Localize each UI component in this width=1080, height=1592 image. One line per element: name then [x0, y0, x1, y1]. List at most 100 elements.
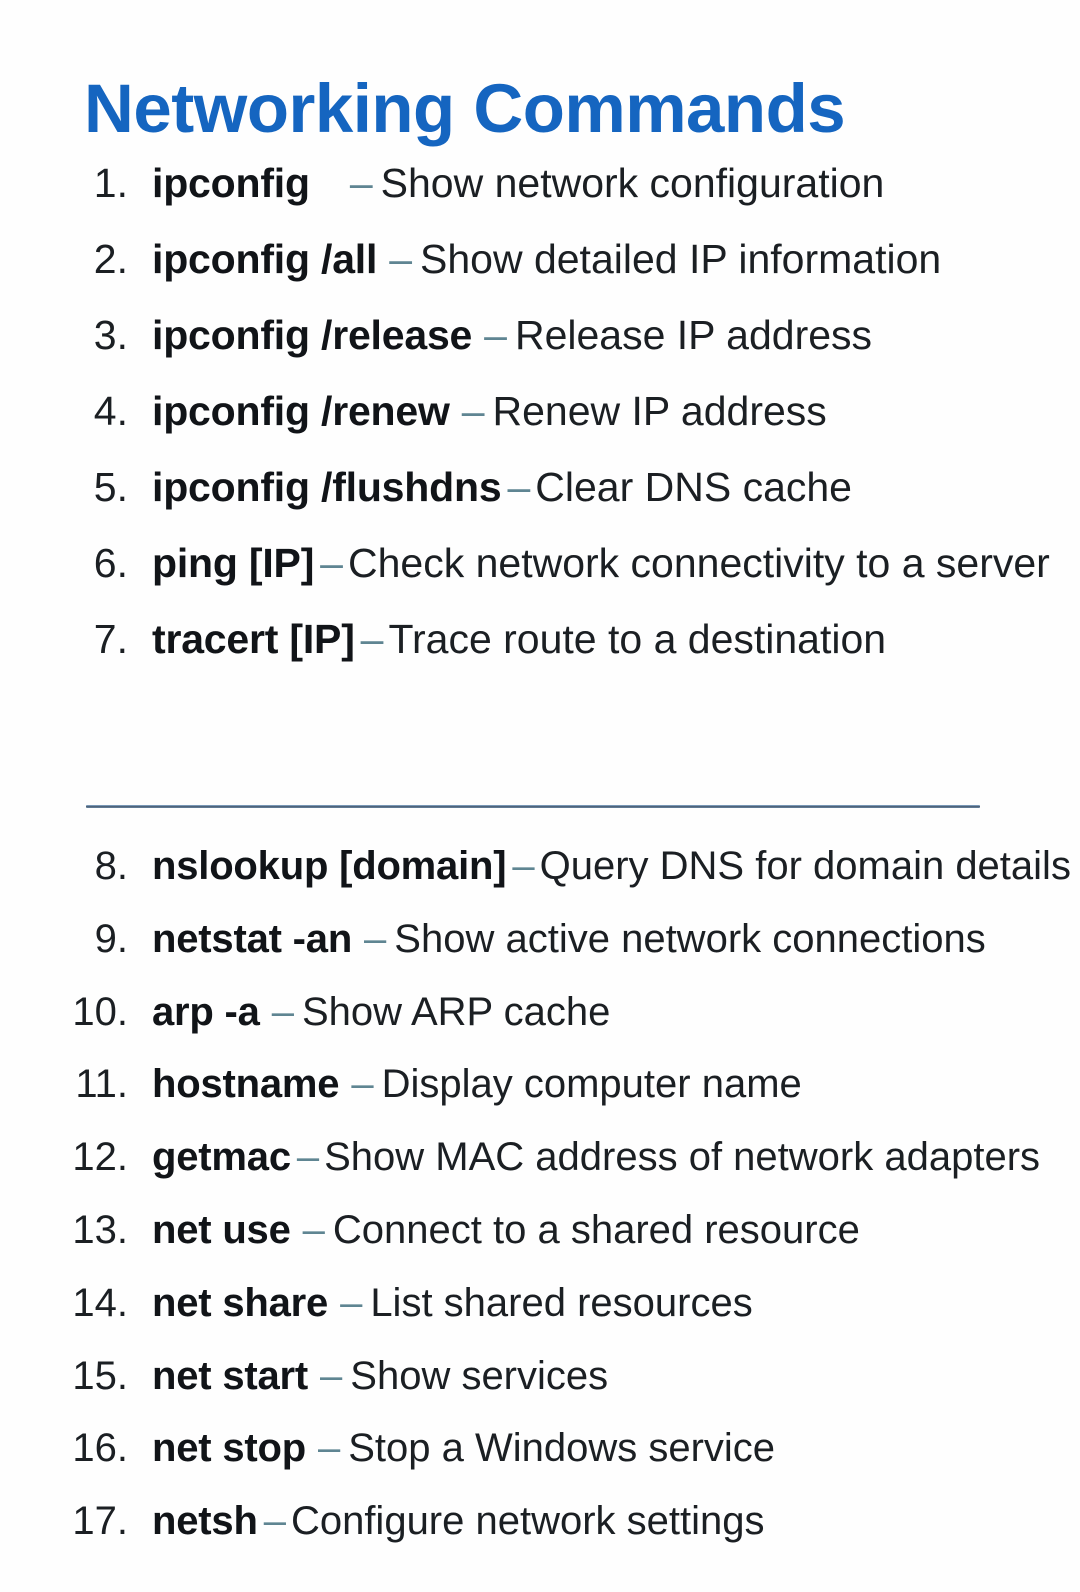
separator-dash: –: [317, 1426, 341, 1471]
list-item: 14. net share–List shared resources: [0, 1279, 1080, 1328]
list-item-body: tracert [IP]–Trace route to a destinatio…: [128, 614, 1080, 664]
list-item-body: hostname–Display computer name: [128, 1060, 1080, 1109]
list-item: 5. ipconfig /flushdns–Clear DNS cache: [0, 462, 1080, 512]
command-description: Show detailed IP information: [420, 236, 942, 283]
separator-dash: –: [296, 1135, 320, 1180]
separator-dash: –: [340, 1280, 363, 1325]
command-description: Query DNS for domain details: [539, 844, 1071, 888]
list-item-body: net stop–Stop a Windows service: [128, 1424, 1080, 1473]
list-item-number: 7.: [93, 616, 128, 663]
command-name: getmac: [152, 1135, 291, 1180]
separator-dash: –: [320, 540, 343, 587]
list-item-body: netsh–Configure network settings: [128, 1497, 1080, 1546]
list-item-number: 17.: [72, 1499, 128, 1544]
command-name: ipconfig /flushdns: [152, 464, 502, 511]
command-description: Show services: [350, 1353, 609, 1398]
list-item-body: getmac–Show MAC address of network adapt…: [128, 1133, 1080, 1182]
list-item-body: net share–List shared resources: [128, 1279, 1080, 1328]
command-description: Stop a Windows service: [348, 1426, 776, 1471]
command-name: net start: [152, 1353, 309, 1398]
list-item: 16. net stop–Stop a Windows service: [0, 1424, 1080, 1473]
list-item: 7. tracert [IP]–Trace route to a destina…: [0, 614, 1080, 664]
list-item-number: 4.: [93, 388, 128, 435]
list-item-number: 10.: [72, 989, 128, 1034]
separator-dash: –: [512, 844, 535, 888]
list-item-number: 8.: [94, 844, 128, 888]
list-item: 13. net use–Connect to a shared resource: [0, 1206, 1080, 1255]
list-item-body: ipconfig /all–Show detailed IP informati…: [128, 234, 1080, 284]
list-item-number: 14.: [72, 1280, 128, 1325]
list-item-number: 6.: [93, 540, 128, 587]
command-name: ipconfig: [152, 160, 310, 206]
list-item: 3. ipconfig /release–Release IP address: [0, 310, 1080, 360]
list-item: 8. nslookup [domain]–Query DNS for domai…: [0, 842, 1080, 891]
list-item: 10. arp -a–Show ARP cache: [0, 988, 1080, 1037]
list-item-number: 9.: [94, 916, 128, 961]
list-item-body: ipconfig /flushdns–Clear DNS cache: [128, 462, 1080, 512]
list-item: 11. hostname–Display computer name: [0, 1060, 1080, 1109]
list-item-number: 12.: [72, 1135, 128, 1180]
separator-dash: –: [389, 236, 412, 283]
separator-dash: –: [364, 916, 387, 961]
command-name: netsh: [152, 1499, 258, 1544]
list-item-body: net use–Connect to a shared resource: [128, 1206, 1080, 1255]
separator-dash: –: [263, 1499, 286, 1544]
command-description: Show ARP cache: [301, 989, 611, 1034]
list-item-number: 3.: [93, 312, 128, 359]
command-description: Release IP address: [514, 312, 873, 359]
list-item-body: nslookup [domain]–Query DNS for domain d…: [128, 842, 1080, 891]
list-item: 12. getmac–Show MAC address of network a…: [0, 1133, 1080, 1182]
section-divider: [86, 805, 980, 808]
list-item-body: net start–Show services: [128, 1352, 1080, 1401]
separator-dash: –: [302, 1207, 325, 1252]
command-name: ipconfig /all: [152, 236, 378, 283]
command-description: Trace route to a destination: [388, 616, 887, 663]
command-name: net stop: [152, 1426, 306, 1471]
command-description: Display computer name: [381, 1062, 802, 1107]
command-description: Renew IP address: [492, 388, 827, 435]
list-item-number: 11.: [75, 1062, 128, 1107]
list-item-number: 2.: [93, 236, 128, 283]
list-item-number: 5.: [93, 464, 128, 511]
command-name: ping [IP]: [152, 540, 315, 587]
list-item: 17. netsh–Configure network settings: [0, 1497, 1080, 1546]
separator-dash: –: [271, 989, 294, 1034]
command-name: arp -a: [152, 989, 260, 1034]
command-description: Show network configuration: [380, 160, 885, 206]
command-description: Show MAC address of network adapters: [324, 1135, 1041, 1180]
separator-dash: –: [507, 464, 531, 511]
separator-dash: –: [320, 1353, 343, 1398]
list-item-body: ipconfig /release–Release IP address: [128, 310, 1080, 360]
list-item-body: ipconfig /renew–Renew IP address: [128, 386, 1080, 436]
command-description: Show active network connections: [394, 916, 986, 961]
separator-dash: –: [360, 616, 384, 663]
command-name: netstat -an: [152, 916, 353, 961]
list-item: 2. ipconfig /all–Show detailed IP inform…: [0, 234, 1080, 284]
command-name: tracert [IP]: [152, 616, 355, 663]
command-name: ipconfig /release: [152, 312, 473, 359]
list-item-number: 16.: [72, 1426, 128, 1471]
command-description: Connect to a shared resource: [332, 1207, 860, 1252]
command-list-section-one: 1. ipconfig–Show network configuration 2…: [0, 158, 1080, 690]
list-item: 1. ipconfig–Show network configuration: [0, 158, 1080, 208]
list-item-number: 15.: [72, 1353, 128, 1398]
command-name: ipconfig /renew: [152, 388, 450, 435]
page-title: Networking Commands: [84, 70, 846, 148]
list-item-body: netstat -an–Show active network connecti…: [128, 915, 1080, 964]
list-item: 9. netstat -an–Show active network conne…: [0, 915, 1080, 964]
list-item-number: 13.: [72, 1207, 128, 1252]
command-description: List shared resources: [370, 1280, 753, 1325]
separator-dash: –: [351, 1062, 374, 1107]
list-item: 6. ping [IP]–Check network connectivity …: [0, 538, 1080, 588]
list-item-body: ping [IP]–Check network connectivity to …: [128, 538, 1080, 588]
list-item-body: ipconfig–Show network configuration: [128, 158, 1080, 208]
command-description: Configure network settings: [290, 1499, 765, 1544]
list-item-number: 1.: [93, 160, 128, 206]
command-name: nslookup [domain]: [152, 844, 507, 888]
separator-dash: –: [349, 160, 373, 206]
separator-dash: –: [484, 312, 507, 359]
command-description: Check network connectivity to a server: [347, 540, 1050, 587]
list-item: 4. ipconfig /renew–Renew IP address: [0, 386, 1080, 436]
list-item-body: arp -a–Show ARP cache: [128, 988, 1080, 1037]
